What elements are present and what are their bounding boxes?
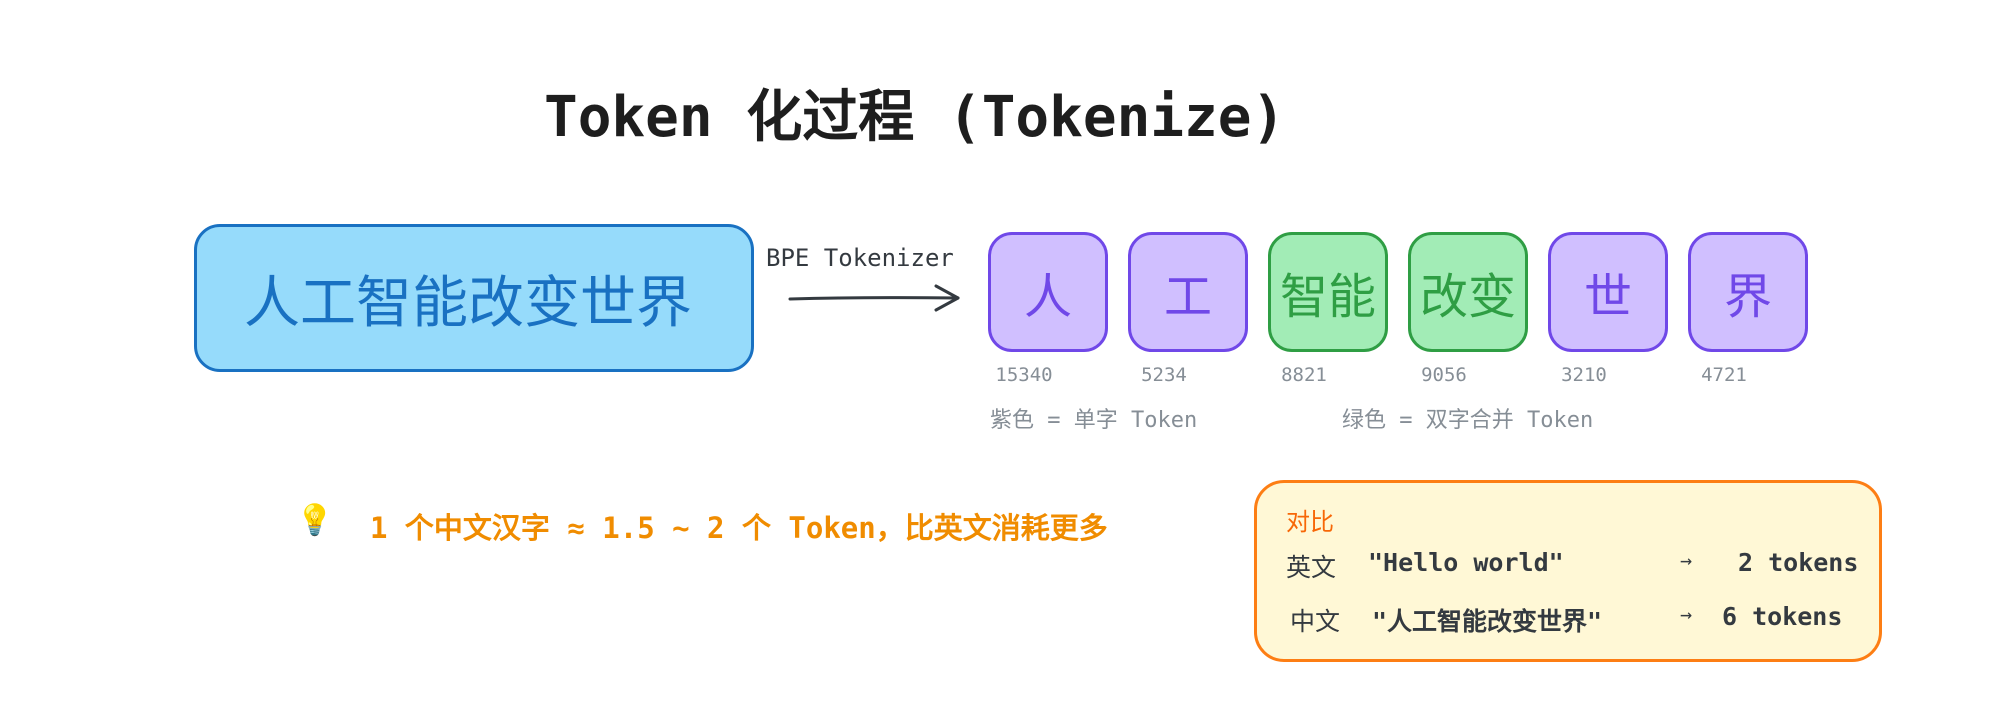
comparison-arrow-en: → xyxy=(1680,548,1693,572)
lightbulb-icon: 💡 xyxy=(296,503,334,538)
token-text: 世 xyxy=(1583,269,1632,325)
token-text: 改变 xyxy=(1419,269,1516,325)
token-text: 人 xyxy=(1023,269,1072,325)
arrow-label: BPE Tokenizer xyxy=(766,244,954,272)
token-id-1: 5234 xyxy=(1141,364,1187,386)
input-text-box xyxy=(194,224,754,372)
input-text: 人工智能改变世界 xyxy=(244,271,692,336)
page-title: Token 化过程 (Tokenize) xyxy=(544,85,1286,150)
note-text: 1 个中文汉字 ≈ 1.5 ~ 2 个 Token，比英文消耗更多 xyxy=(370,511,1108,545)
token-text: 工 xyxy=(1163,269,1212,325)
token-id-5: 4721 xyxy=(1701,364,1747,386)
comparison-title: 对比 xyxy=(1286,508,1334,536)
token-box-2: 智能 xyxy=(1268,232,1388,352)
comparison-lang-zh: 中文 xyxy=(1290,607,1341,636)
token-id-4: 3210 xyxy=(1561,364,1607,386)
comparison-example-zh: "人工智能改变世界" xyxy=(1372,607,1603,636)
token-box-0: 人 xyxy=(988,232,1108,352)
comparison-count-en: 2 tokens xyxy=(1738,548,1859,577)
token-text: 界 xyxy=(1723,269,1772,325)
legend-single: 紫色 = 单字 Token xyxy=(990,408,1198,433)
token-id-0: 15340 xyxy=(995,364,1053,386)
token-box-1: 工 xyxy=(1128,232,1248,352)
comparison-count-zh: 6 tokens xyxy=(1722,602,1843,631)
token-id-2: 8821 xyxy=(1281,364,1327,386)
token-box-4: 世 xyxy=(1548,232,1668,352)
comparison-lang-en: 英文 xyxy=(1286,553,1337,582)
comparison-box xyxy=(1254,480,1882,662)
legend-merged: 绿色 = 双字合并 Token xyxy=(1342,408,1594,433)
token-text: 智能 xyxy=(1279,269,1376,325)
token-box-5: 界 xyxy=(1688,232,1808,352)
comparison-arrow-zh: → xyxy=(1680,602,1693,626)
comparison-example-en: "Hello world" xyxy=(1368,548,1564,577)
token-id-3: 9056 xyxy=(1421,364,1467,386)
right-arrow-icon xyxy=(788,284,960,312)
token-box-3: 改变 xyxy=(1408,232,1528,352)
